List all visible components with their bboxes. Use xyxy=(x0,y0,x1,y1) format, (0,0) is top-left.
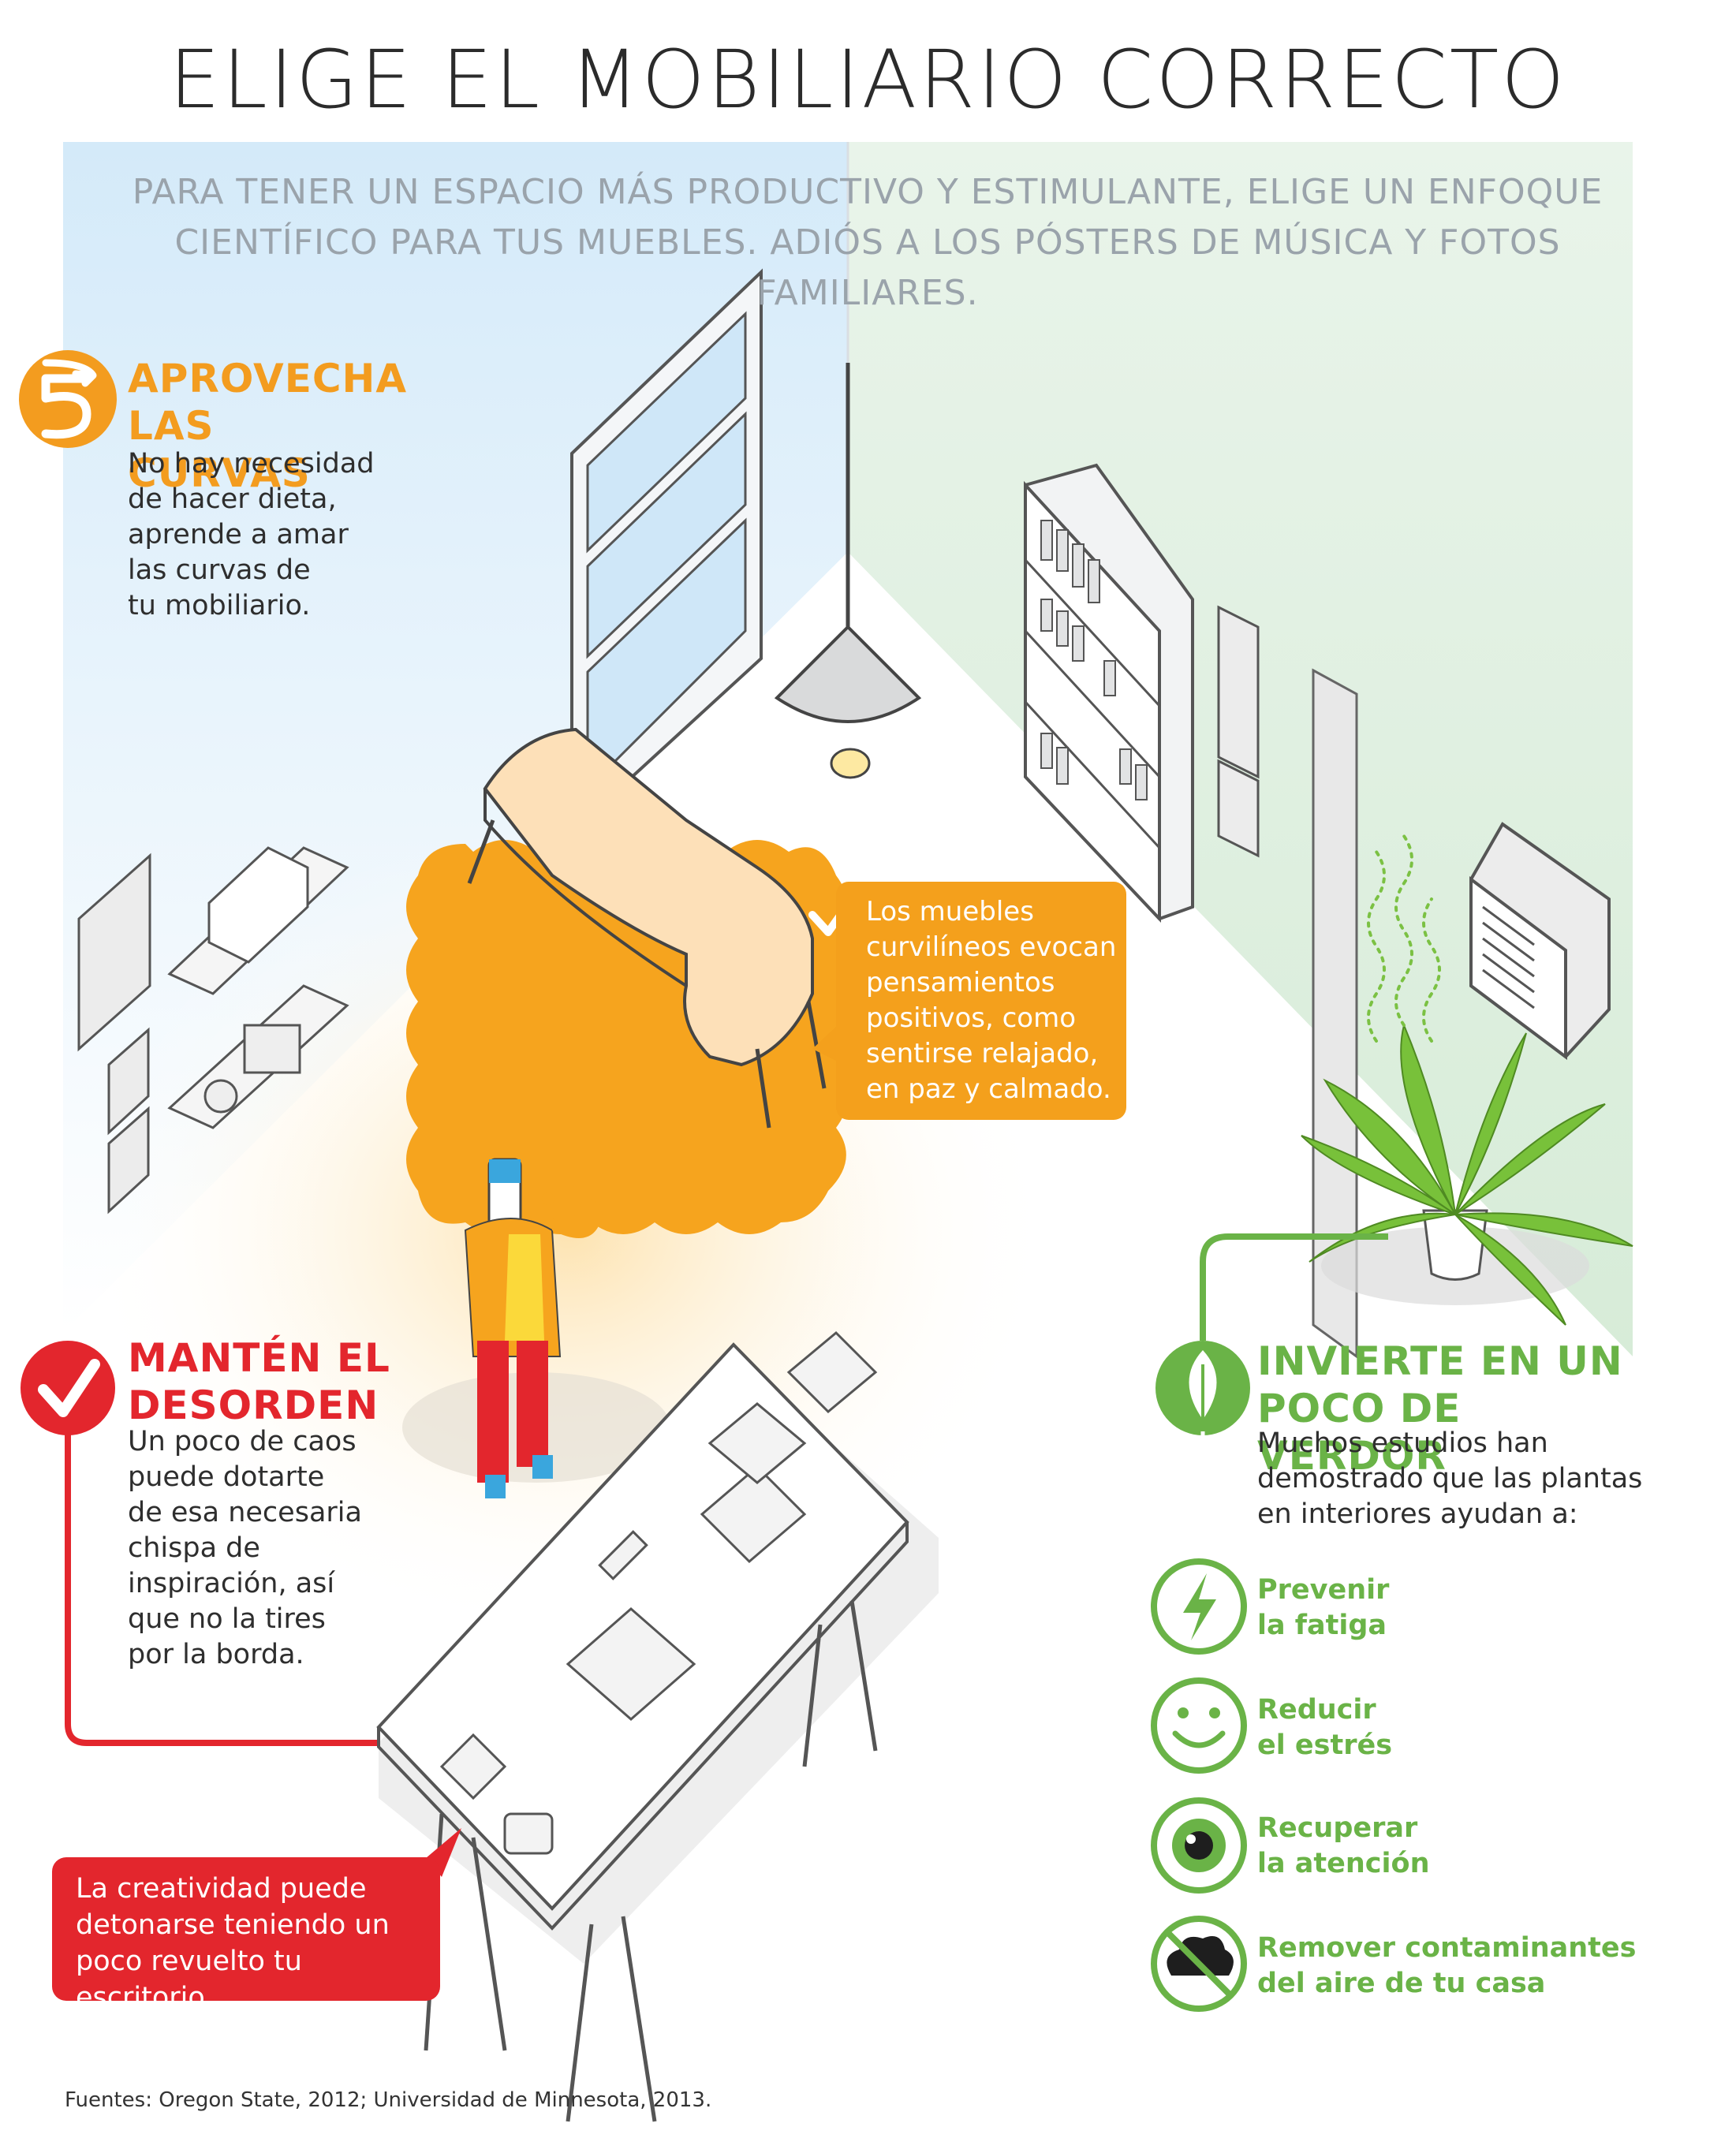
heading-line: DESORDEN xyxy=(128,1382,379,1428)
page-title: ELIGE EL MOBILIARIO CORRECTO xyxy=(169,33,1567,127)
benefit-line: Recuperar xyxy=(1257,1812,1418,1844)
green-connector-line xyxy=(1200,1233,1388,1341)
curves-heading: APROVECHA LAS CURVAS xyxy=(128,355,408,497)
callout-line: Los muebles xyxy=(866,896,1034,927)
benefit-reduce-stress: Reducir el estrés xyxy=(1257,1692,1652,1763)
eye-icon xyxy=(1151,1797,1247,1894)
body-line: No hay necesidad xyxy=(128,448,375,479)
body-line: tu mobiliario. xyxy=(128,590,311,621)
body-line: de esa necesaria xyxy=(128,1497,362,1528)
curves-callout-text: Los muebles curvilíneos evocan pensamien… xyxy=(866,894,1134,1107)
callout-line: La creatividad puede xyxy=(76,1873,367,1905)
bookshelf xyxy=(1024,463,1194,924)
curves-callout xyxy=(836,882,1126,1120)
heading-line: LAS CURVAS xyxy=(128,403,311,496)
body-line: Muchos estudios han xyxy=(1257,1427,1548,1459)
doorway xyxy=(1312,668,1358,1359)
mess-callout xyxy=(52,1857,440,2001)
callout-line: positivos, como xyxy=(866,1002,1076,1034)
body-line: por la borda. xyxy=(128,1639,304,1670)
messy-desk xyxy=(376,1330,939,2122)
body-line: chispa de xyxy=(128,1532,260,1564)
benefit-line: Reducir xyxy=(1257,1694,1376,1726)
checkmark-icon xyxy=(21,1341,115,1435)
subtitle-line: CIENTÍFICO PARA TUS MUEBLES. ADIÓS A LOS… xyxy=(174,222,1561,313)
page-subtitle: PARA TENER UN ESPACIO MÁS PRODUCTIVO Y E… xyxy=(79,167,1656,319)
left-wall-frames xyxy=(77,853,151,1215)
air-conditioner xyxy=(1469,822,1611,1060)
sources-footnote: Fuentes: Oregon State, 2012; Universidad… xyxy=(65,2088,712,2112)
body-line: demostrado que las plantas xyxy=(1257,1463,1643,1494)
body-line: que no la tires xyxy=(128,1603,326,1635)
lightning-icon xyxy=(1151,1558,1247,1655)
body-line: aprende a amar xyxy=(128,519,349,550)
green-body: Muchos estudios han demostrado que las p… xyxy=(1257,1426,1652,1532)
subtitle-line: PARA TENER UN ESPACIO MÁS PRODUCTIVO Y E… xyxy=(132,172,1603,212)
mess-body: Un poco de caos puede dotarte de esa nec… xyxy=(128,1424,388,1673)
no-pollution-icon xyxy=(1151,1916,1247,2012)
curve-arrow-icon xyxy=(19,350,117,448)
right-wall-frames xyxy=(1217,605,1260,858)
callout-line: detonarse teniendo un xyxy=(76,1909,390,1941)
thinking-person xyxy=(402,1142,670,1498)
callout-line: sentirse relajado, xyxy=(866,1038,1099,1069)
heading-line: INVIERTE EN UN xyxy=(1257,1338,1623,1384)
benefit-prevent-fatigue: Prevenir la fatiga xyxy=(1257,1573,1652,1644)
orange-callout-pointer xyxy=(812,1025,838,1062)
benefit-remove-pollutants: Remover contaminantes del aire de tu cas… xyxy=(1257,1931,1652,2002)
body-line: en interiores ayudan a: xyxy=(1257,1498,1578,1530)
body-line: de hacer dieta, xyxy=(128,483,337,515)
potted-plant xyxy=(1301,834,1633,1326)
heading-line: APROVECHA xyxy=(128,356,408,401)
red-connector-line xyxy=(65,1388,377,1746)
callout-line: pensamientos xyxy=(866,967,1055,998)
body-line: puede dotarte xyxy=(128,1461,325,1493)
mess-heading: MANTÉN EL DESORDEN xyxy=(128,1334,396,1429)
window xyxy=(570,268,763,836)
callout-line: curvilíneos evocan xyxy=(866,931,1117,963)
heading-line: POCO DE VERDOR xyxy=(1257,1386,1462,1479)
benefit-line: el estrés xyxy=(1257,1729,1393,1761)
benefit-recover-attention: Recuperar la atención xyxy=(1257,1811,1652,1882)
benefit-line: la fatiga xyxy=(1257,1610,1387,1641)
pendant-lamp xyxy=(774,363,922,779)
mess-callout-text: La creatividad puede detonarse teniendo … xyxy=(76,1871,439,2016)
benefit-line: Prevenir xyxy=(1257,1574,1390,1606)
curved-desk xyxy=(467,727,827,1129)
body-line: inspiración, así xyxy=(128,1568,335,1599)
callout-line: poco revuelto tu escritorio. xyxy=(76,1946,302,2013)
benefit-line: la atención xyxy=(1257,1848,1430,1879)
heading-line: MANTÉN EL xyxy=(128,1335,390,1381)
wall-shelf-with-objects xyxy=(167,846,349,1129)
callout-line: en paz y calmado. xyxy=(866,1073,1111,1105)
smiley-icon xyxy=(1151,1677,1247,1774)
benefit-line: Remover contaminantes xyxy=(1257,1932,1637,1964)
body-line: las curvas de xyxy=(128,554,311,586)
curves-body: No hay necesidad de hacer dieta, aprende… xyxy=(128,446,380,624)
body-line: Un poco de caos xyxy=(128,1426,357,1457)
green-heading: INVIERTE EN UN POCO DE VERDOR xyxy=(1257,1338,1636,1479)
leaf-icon xyxy=(1155,1341,1250,1439)
benefit-line: del aire de tu casa xyxy=(1257,1968,1546,1999)
